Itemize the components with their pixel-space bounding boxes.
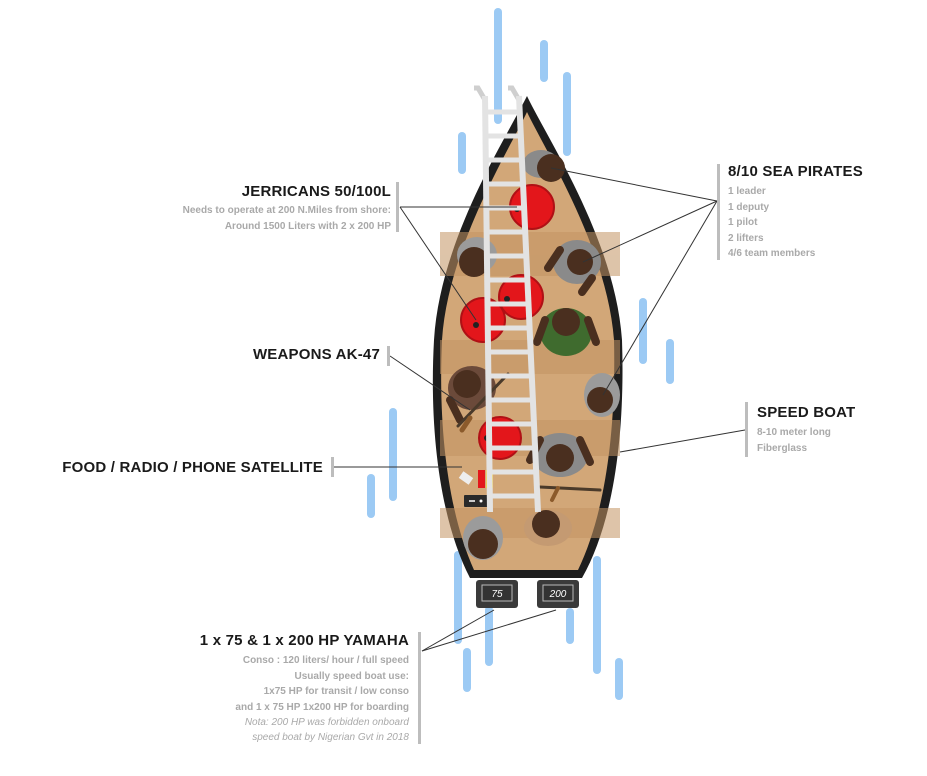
engines-note-2: speed boat by Nigerian Gvt in 2018 [252, 732, 409, 743]
ladder-icon [474, 85, 541, 513]
food-callout: FOOD / RADIO / PHONE SATELLITE [62, 459, 323, 476]
pirate-icon [533, 308, 600, 356]
pirates-line-2: 1 deputy [728, 201, 770, 213]
speedboat-line-2: Fiberglass [757, 442, 808, 454]
callout-bar-pirates [717, 164, 720, 260]
callout-bar-speedboat [745, 402, 748, 457]
pirates-line-4: 2 lifters [728, 232, 764, 244]
engines-note-1: Nota: 200 HP was forbidden onboard [244, 717, 409, 728]
ak47-icon [538, 485, 602, 502]
phone-icon [458, 471, 474, 485]
outboard-motor-icon: 75 [476, 580, 518, 608]
pirate-icon [526, 433, 594, 477]
motor-left-label: 75 [491, 589, 503, 600]
pirates-callout: 8/10 SEA PIRATES 1 leader 1 deputy 1 pil… [728, 163, 863, 262]
food-title: FOOD / RADIO / PHONE SATELLITE [62, 459, 323, 476]
engines-line-2: Usually speed boat use: [294, 670, 409, 682]
radio-icon [464, 495, 490, 507]
jerricans-line-2: Around 1500 Liters with 2 x 200 HP [224, 220, 391, 232]
speedboat-line-1: 8-10 meter long [757, 427, 831, 438]
ak47-icon [456, 372, 510, 433]
pirates-title: 8/10 SEA PIRATES [728, 163, 863, 180]
jerricans-title: JERRICANS 50/100L [241, 183, 391, 200]
weapons-title: WEAPONS AK-47 [252, 346, 380, 363]
jerrican-icon [460, 297, 506, 343]
engines-title: 1 x 75 & 1 x 200 HP YAMAHA [199, 632, 409, 649]
pirate-icon [463, 516, 503, 560]
pirates-line-1: 1 leader [728, 186, 766, 197]
engines-line-4: and 1 x 75 HP 1x200 HP for boarding [235, 701, 409, 713]
outboard-motor-icon: 200 [537, 580, 579, 608]
engines-line-3: 1x75 HP for transit / low conso [263, 686, 409, 697]
pirate-icon [584, 373, 620, 417]
callout-bar-jerricans [396, 182, 399, 232]
pirates-line-3: 1 pilot [728, 217, 758, 228]
jerrican-icon [498, 274, 544, 320]
pirates [446, 150, 620, 560]
pirate-icon [524, 510, 572, 546]
engines-callout: 1 x 75 & 1 x 200 HP YAMAHA Conso : 120 l… [200, 632, 409, 745]
speedboat-callout: SPEED BOAT 8-10 meter long Fiberglass [757, 404, 855, 456]
leader-lines [333, 167, 746, 652]
pirate-icon [544, 240, 601, 296]
callout-bar-engines [418, 632, 421, 744]
callout-bar-weapons [387, 346, 390, 366]
jerricans-line-1: Needs to operate at 200 N.Miles from sho… [182, 205, 391, 216]
callout-bar-food [331, 457, 334, 477]
pirates-line-5: 4/6 team members [728, 248, 816, 259]
speedboat-title: SPEED BOAT [757, 404, 856, 421]
jerricans-callout: JERRICANS 50/100L Needs to operate at 20… [183, 183, 391, 234]
motor-right-label: 200 [549, 589, 567, 600]
water-streaks [367, 8, 674, 700]
weapons-callout: WEAPONS AK-47 [253, 346, 380, 363]
engines-line-1: Conso : 120 liters/ hour / full speed [242, 655, 409, 666]
